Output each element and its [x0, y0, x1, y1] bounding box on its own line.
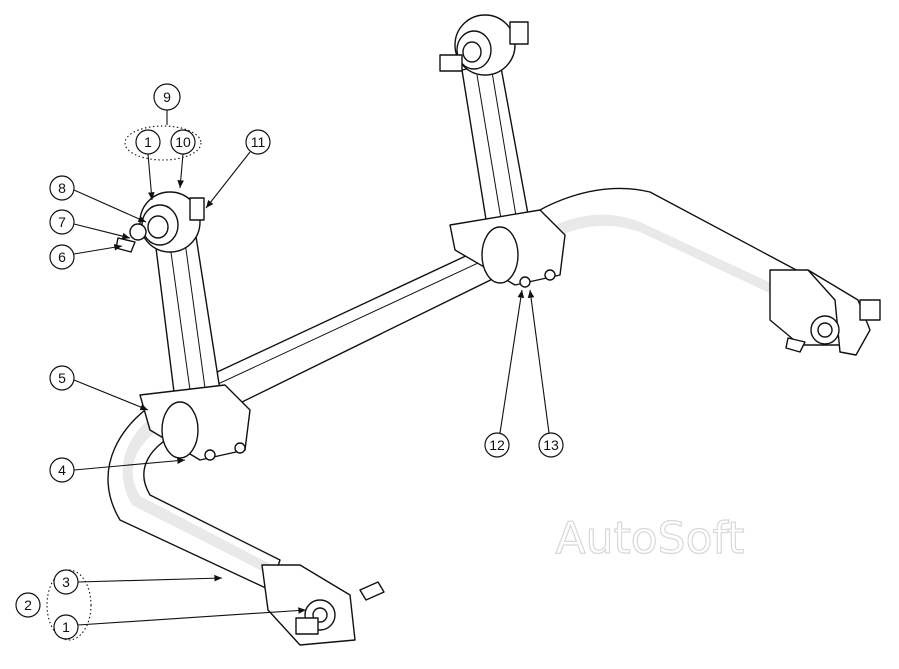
callout-9: 9	[124, 83, 202, 161]
callout-7: 7	[49, 209, 131, 240]
svg-text:6: 6	[58, 249, 66, 265]
svg-text:3: 3	[62, 574, 70, 590]
svg-text:8: 8	[58, 180, 66, 196]
svg-text:1: 1	[62, 619, 70, 635]
right-end-bolt	[785, 299, 881, 353]
callout-1-bottom: 1	[53, 607, 307, 640]
callout-5: 5	[49, 365, 149, 411]
svg-text:5: 5	[58, 370, 66, 386]
callout-13: 13	[527, 289, 564, 458]
svg-text:1: 1	[144, 134, 152, 150]
svg-text:13: 13	[543, 437, 559, 453]
callout-6: 6	[49, 244, 123, 270]
svg-text:4: 4	[58, 462, 66, 478]
left-link	[115, 191, 251, 461]
svg-text:2: 2	[24, 597, 32, 613]
svg-text:7: 7	[58, 214, 66, 230]
callout-12: 12	[484, 289, 525, 458]
left-end-bolt	[295, 581, 385, 635]
svg-text:11: 11	[251, 134, 266, 150]
svg-text:10: 10	[175, 134, 191, 150]
callout-8: 8	[49, 175, 147, 223]
callout-10: 10	[170, 129, 196, 189]
callout-4: 4	[49, 457, 186, 483]
watermark: AutoSoft	[556, 513, 745, 564]
svg-text:12: 12	[489, 437, 505, 453]
callout-1-top: 1	[135, 129, 161, 201]
right-link	[439, 14, 566, 288]
callout-11: 11	[205, 129, 271, 209]
svg-text:9: 9	[163, 89, 171, 105]
callout-2: 2	[15, 569, 92, 641]
callout-3: 3	[53, 569, 223, 595]
